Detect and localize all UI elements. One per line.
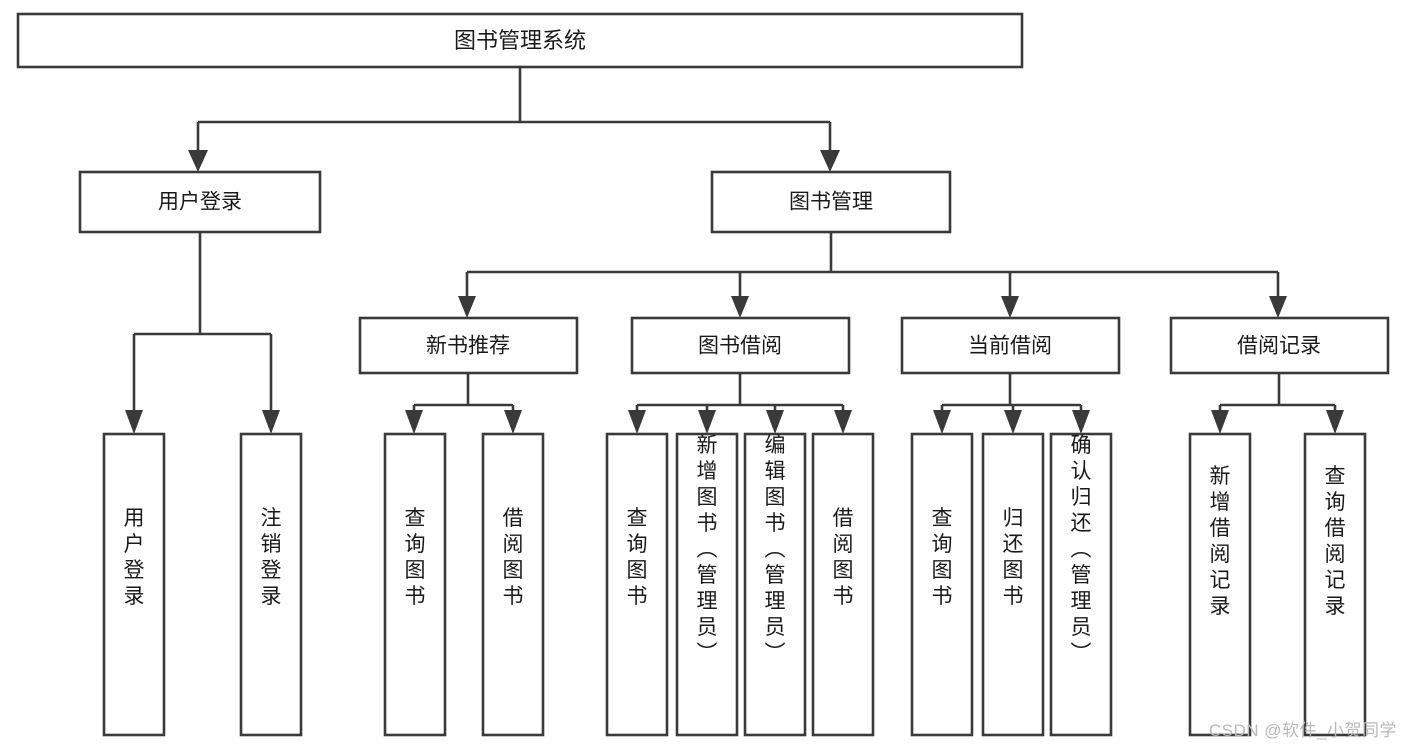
arrow-to-leaf-borrow-book-1 [504, 410, 522, 434]
leaf-return-book-label: 归还图书 [1003, 507, 1024, 608]
node-borrow-record[interactable]: 借阅记录 [1169, 316, 1390, 375]
leaf-return-book[interactable]: 归还图书 [981, 432, 1045, 737]
node-borrow-record-label: 借阅记录 [1237, 335, 1321, 358]
leaf-confirm-return-label: 确认归还︵管理员︶ [1071, 434, 1092, 665]
arrow-to-leaf-return-book [1004, 410, 1022, 434]
leaf-logout-label: 注销登录 [261, 507, 282, 608]
leaf-logout-box[interactable] [239, 432, 303, 737]
leaf-query-book-2-label: 查询图书 [627, 507, 648, 608]
leaf-query-book-1[interactable]: 查询图书 [383, 432, 447, 737]
leaf-add-book-label: 新增图书︵管理员︶ [697, 434, 718, 665]
leaf-user-login-box[interactable] [102, 432, 166, 737]
leaf-confirm-return-box[interactable] [1049, 432, 1113, 737]
arrow-to-leaf-add-record [1211, 410, 1229, 434]
arrow-to-leaf-logout [262, 410, 280, 434]
arrow-to-user-login [188, 150, 208, 172]
leaf-add-record[interactable]: 新增借阅记录 [1188, 432, 1252, 737]
arrow-to-leaf-edit-book [766, 410, 784, 434]
leaf-add-book-box[interactable] [675, 432, 739, 737]
arrow-to-leaf-borrow-book-2 [834, 410, 852, 434]
node-current-borrow-label: 当前借阅 [968, 335, 1052, 358]
leaf-edit-book-box[interactable] [743, 432, 807, 737]
node-book-manage-label: 图书管理 [789, 191, 873, 214]
node-book-borrow[interactable]: 图书借阅 [630, 316, 851, 375]
arrow-to-leaf-query-book-3 [933, 410, 951, 434]
arrow-to-book-borrow [731, 296, 749, 318]
node-user-login[interactable]: 用户登录 [78, 170, 322, 234]
leaf-borrow-book-1-box[interactable] [481, 432, 545, 737]
arrow-to-book-manage [820, 150, 840, 172]
arrow-to-leaf-add-book [698, 410, 716, 434]
node-new-book-rec[interactable]: 新书推荐 [358, 316, 579, 375]
leaf-edit-book-label: 编辑图书︵管理员︶ [765, 434, 786, 665]
leaf-edit-book[interactable]: 编辑图书︵管理员︶ [743, 432, 807, 737]
leaf-return-book-box[interactable] [981, 432, 1045, 737]
node-book-manage[interactable]: 图书管理 [710, 170, 952, 234]
leaf-query-book-2-box[interactable] [605, 432, 669, 737]
node-new-book-rec-label: 新书推荐 [426, 335, 510, 358]
arrow-to-leaf-confirm-return [1072, 410, 1090, 434]
node-new-book-rec-box[interactable] [358, 316, 579, 375]
node-book-borrow-box[interactable] [630, 316, 851, 375]
leaf-user-login[interactable]: 用户登录 [102, 432, 166, 737]
leaf-user-login-label: 用户登录 [124, 507, 145, 608]
leaf-borrow-book-1[interactable]: 借阅图书 [481, 432, 545, 737]
arrow-to-current-borrow [1001, 296, 1019, 318]
node-user-login-label: 用户登录 [158, 191, 242, 214]
leaf-query-record-box[interactable] [1303, 432, 1367, 737]
leaf-add-record-box[interactable] [1188, 432, 1252, 737]
arrow-to-leaf-query-book-1 [405, 410, 423, 434]
connector-layer [125, 67, 1344, 434]
leaf-borrow-book-2-box[interactable] [811, 432, 875, 737]
leaf-add-record-label: 新增借阅记录 [1210, 465, 1231, 618]
arrow-to-leaf-query-book-2 [628, 410, 646, 434]
leaf-query-record[interactable]: 查询借阅记录 [1303, 432, 1367, 737]
node-root-box[interactable] [16, 12, 1024, 69]
arrow-to-leaf-query-record [1326, 410, 1344, 434]
leaf-query-book-3[interactable]: 查询图书 [910, 432, 974, 737]
node-book-borrow-label: 图书借阅 [698, 335, 782, 358]
node-user-login-box[interactable] [78, 170, 322, 234]
leaf-query-book-3-box[interactable] [910, 432, 974, 737]
leaf-borrow-book-1-label: 借阅图书 [503, 507, 524, 608]
leaf-query-book-2[interactable]: 查询图书 [605, 432, 669, 737]
node-borrow-record-box[interactable] [1169, 316, 1390, 375]
arrow-to-borrow-record [1269, 296, 1287, 318]
node-current-borrow-box[interactable] [900, 316, 1121, 375]
node-current-borrow[interactable]: 当前借阅 [900, 316, 1121, 375]
leaf-query-record-label: 查询借阅记录 [1325, 465, 1346, 618]
leaf-borrow-book-2[interactable]: 借阅图书 [811, 432, 875, 737]
leaf-confirm-return[interactable]: 确认归还︵管理员︶ [1049, 432, 1113, 737]
node-root[interactable]: 图书管理系统 [16, 12, 1024, 69]
leaf-query-book-3-label: 查询图书 [932, 507, 953, 608]
leaf-query-book-1-label: 查询图书 [405, 507, 426, 608]
leaf-borrow-book-2-label: 借阅图书 [833, 507, 854, 608]
node-root-label: 图书管理系统 [454, 28, 586, 53]
arrow-to-new-book-rec [458, 296, 476, 318]
leaf-add-book[interactable]: 新增图书︵管理员︶ [675, 432, 739, 737]
arrow-to-leaf-user-login [125, 410, 143, 434]
node-book-manage-box[interactable] [710, 170, 952, 234]
leaf-query-book-1-box[interactable] [383, 432, 447, 737]
leaf-logout[interactable]: 注销登录 [239, 432, 303, 737]
